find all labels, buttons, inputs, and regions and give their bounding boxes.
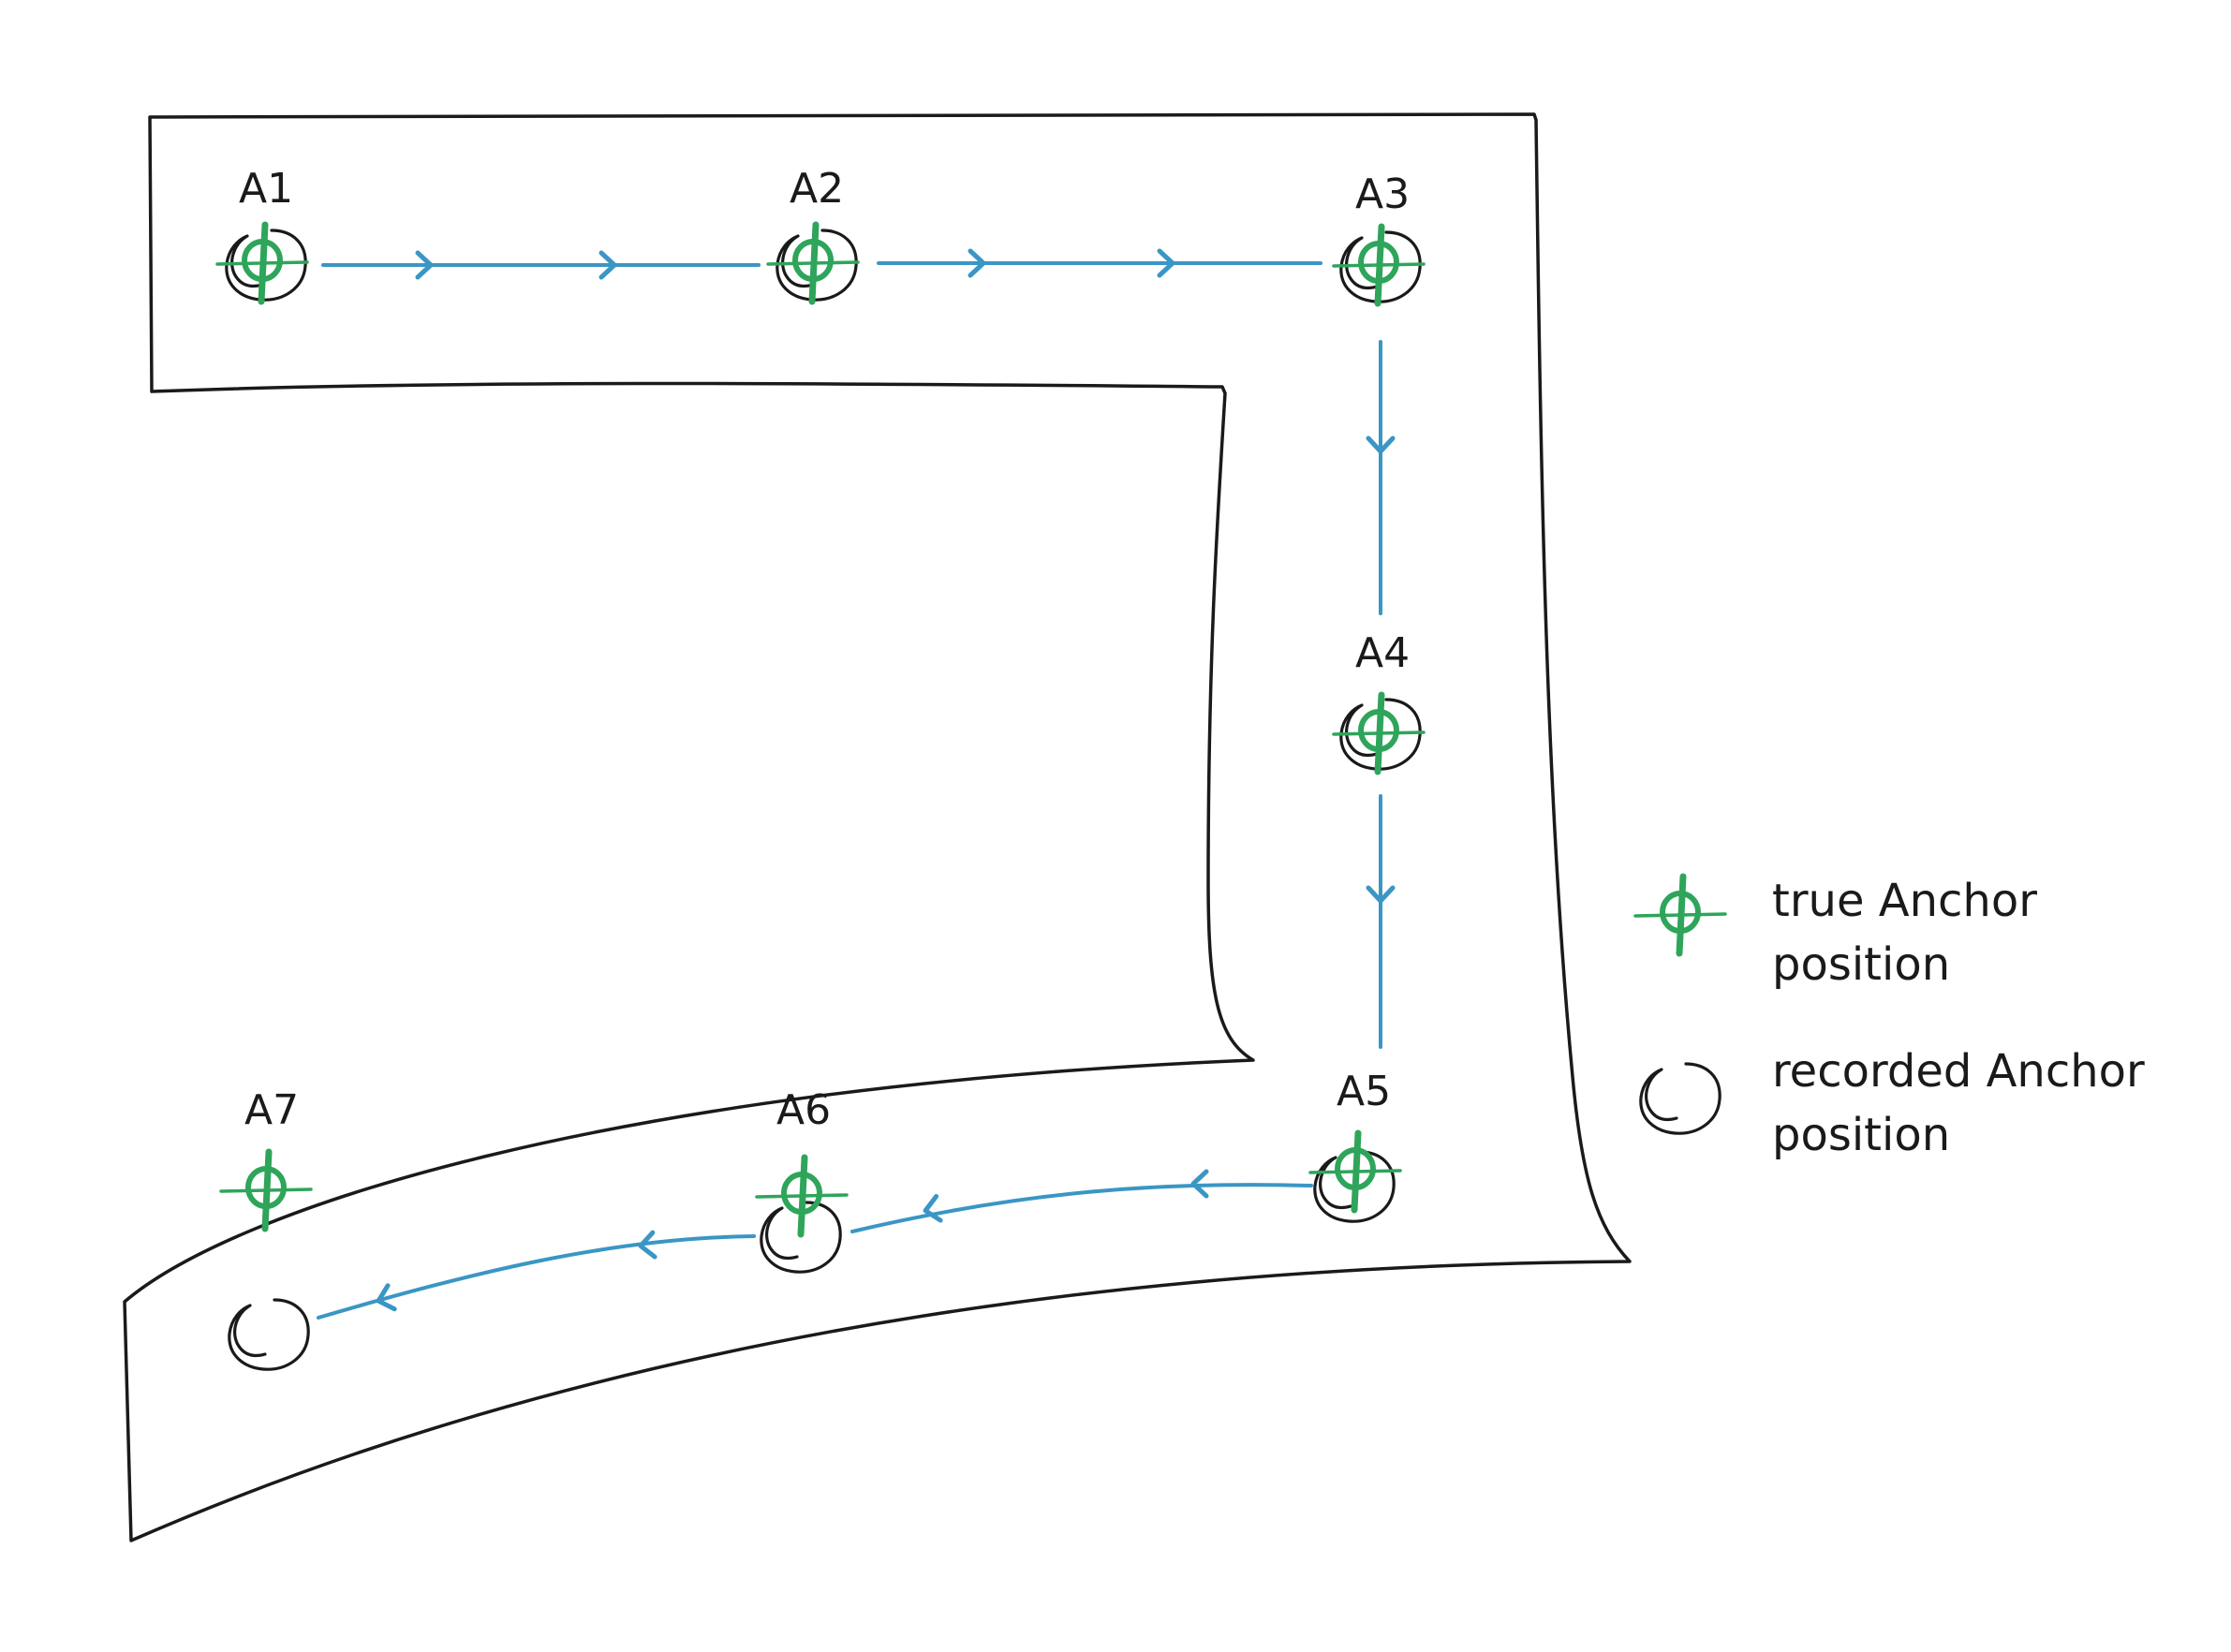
anchor-a6: A6 <box>757 1086 847 1274</box>
anchor-label: A1 <box>239 165 293 213</box>
legend-true-anchor-icon <box>1635 877 1725 953</box>
anchor-label: A5 <box>1337 1068 1391 1115</box>
legend: true Anchor position recorded Anchor pos… <box>1635 875 2145 1161</box>
anchor-a5: A5 <box>1310 1068 1400 1223</box>
true-anchor-icon <box>1334 227 1424 303</box>
direction-arrows <box>376 251 1393 1313</box>
anchor-label: A6 <box>776 1086 831 1134</box>
corridor-outline <box>123 112 1632 1542</box>
anchor-a4: A4 <box>1334 629 1424 772</box>
trajectory <box>317 261 1382 1320</box>
anchor-label: A2 <box>790 165 844 213</box>
legend-true-line2: position <box>1772 938 1950 991</box>
anchor-a2: A2 <box>768 165 858 302</box>
legend-recorded-line1: recorded Anchor <box>1772 1045 2145 1098</box>
anchor-label: A3 <box>1355 170 1410 218</box>
path-segment-a5-a6 <box>850 1183 1313 1233</box>
legend-true-line1: true Anchor <box>1772 875 2037 927</box>
anchor-a3: A3 <box>1334 170 1424 303</box>
recorded-anchor-icon <box>228 1298 310 1371</box>
legend-recorded-line2: position <box>1772 1109 1950 1161</box>
anchor-label: A4 <box>1355 629 1410 677</box>
true-anchor-icon <box>221 1152 311 1229</box>
anchor-label: A7 <box>244 1086 299 1134</box>
chevron-left-icon <box>640 1232 655 1258</box>
anchor-a7: A7 <box>221 1086 311 1371</box>
chevron-left-icon <box>923 1196 940 1222</box>
anchor-a1: A1 <box>217 165 307 302</box>
legend-recorded-anchor-icon <box>1639 1062 1721 1135</box>
